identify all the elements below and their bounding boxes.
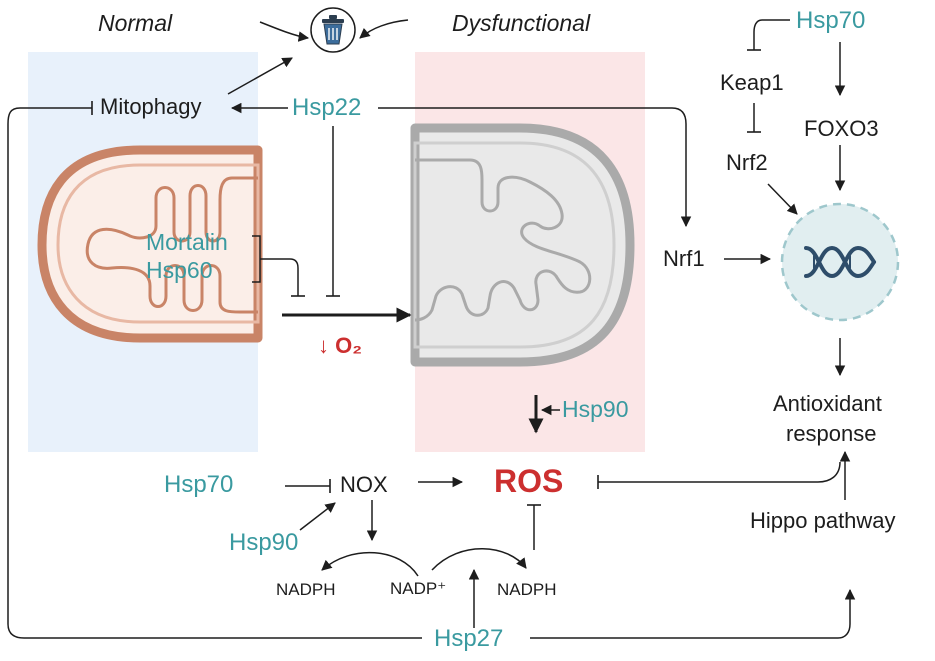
- node-nrf2: Nrf2: [726, 150, 768, 175]
- node-antioxidant-line2: response: [786, 421, 877, 446]
- normal-mitochondrion: [37, 145, 263, 343]
- arrow-hsp22-to-nrf1: [378, 107, 692, 228]
- arrow-hsp90-to-nox: [299, 502, 336, 531]
- node-hippo: Hippo pathway: [750, 508, 896, 533]
- node-keap1: Keap1: [720, 70, 784, 95]
- node-hsp60: Hsp60: [146, 257, 213, 283]
- header-normal: Normal: [98, 10, 173, 36]
- node-nadp-plus: NADP⁺: [390, 579, 447, 598]
- arrow-hsp27-to-hippo: [530, 588, 856, 639]
- node-hsp70-nox: Hsp70: [164, 471, 234, 498]
- node-hsp70-top: Hsp70: [796, 7, 866, 34]
- node-antioxidant-line1: Antioxidant: [773, 391, 882, 416]
- nucleus: [780, 202, 900, 322]
- node-hsp27: Hsp27: [434, 625, 504, 652]
- inhibit-antioxidant-to-ros: [598, 461, 841, 483]
- node-ros: ROS: [494, 463, 564, 499]
- node-nox: NOX: [340, 472, 388, 497]
- node-mortalin: Mortalin: [146, 229, 228, 255]
- inhibit-hsp70-to-keap1: [753, 19, 790, 50]
- node-foxo3: FOXO3: [804, 116, 879, 141]
- node-hsp90-ros: Hsp90: [562, 396, 629, 422]
- node-o2: ↓ O₂: [318, 333, 362, 358]
- header-dysfunctional: Dysfunctional: [452, 10, 591, 36]
- arrow-nrf2-to-nucleus: [767, 183, 798, 215]
- node-nadph-right: NADPH: [497, 580, 557, 599]
- node-hsp22: Hsp22: [292, 94, 362, 121]
- arrow-normal-to-trash: [259, 21, 310, 42]
- arc-nadph-right: [431, 548, 527, 571]
- trash-bin-icon: [310, 7, 356, 53]
- arrow-dysfunctional-to-trash: [359, 19, 409, 39]
- arrow-mitophagy-to-trash: [227, 57, 293, 95]
- arc-nadph-left: [321, 551, 419, 577]
- dna-icon: [804, 245, 876, 279]
- inhibit-loop-mitophagy: [7, 107, 422, 639]
- node-mitophagy: Mitophagy: [100, 94, 202, 119]
- node-hsp90-nox: Hsp90: [229, 529, 299, 556]
- node-nrf1: Nrf1: [663, 246, 705, 271]
- mortalin-hsp60-bracket: [252, 235, 299, 296]
- node-nadph-left: NADPH: [276, 580, 336, 599]
- dysfunctional-mitochondrion: [410, 123, 635, 367]
